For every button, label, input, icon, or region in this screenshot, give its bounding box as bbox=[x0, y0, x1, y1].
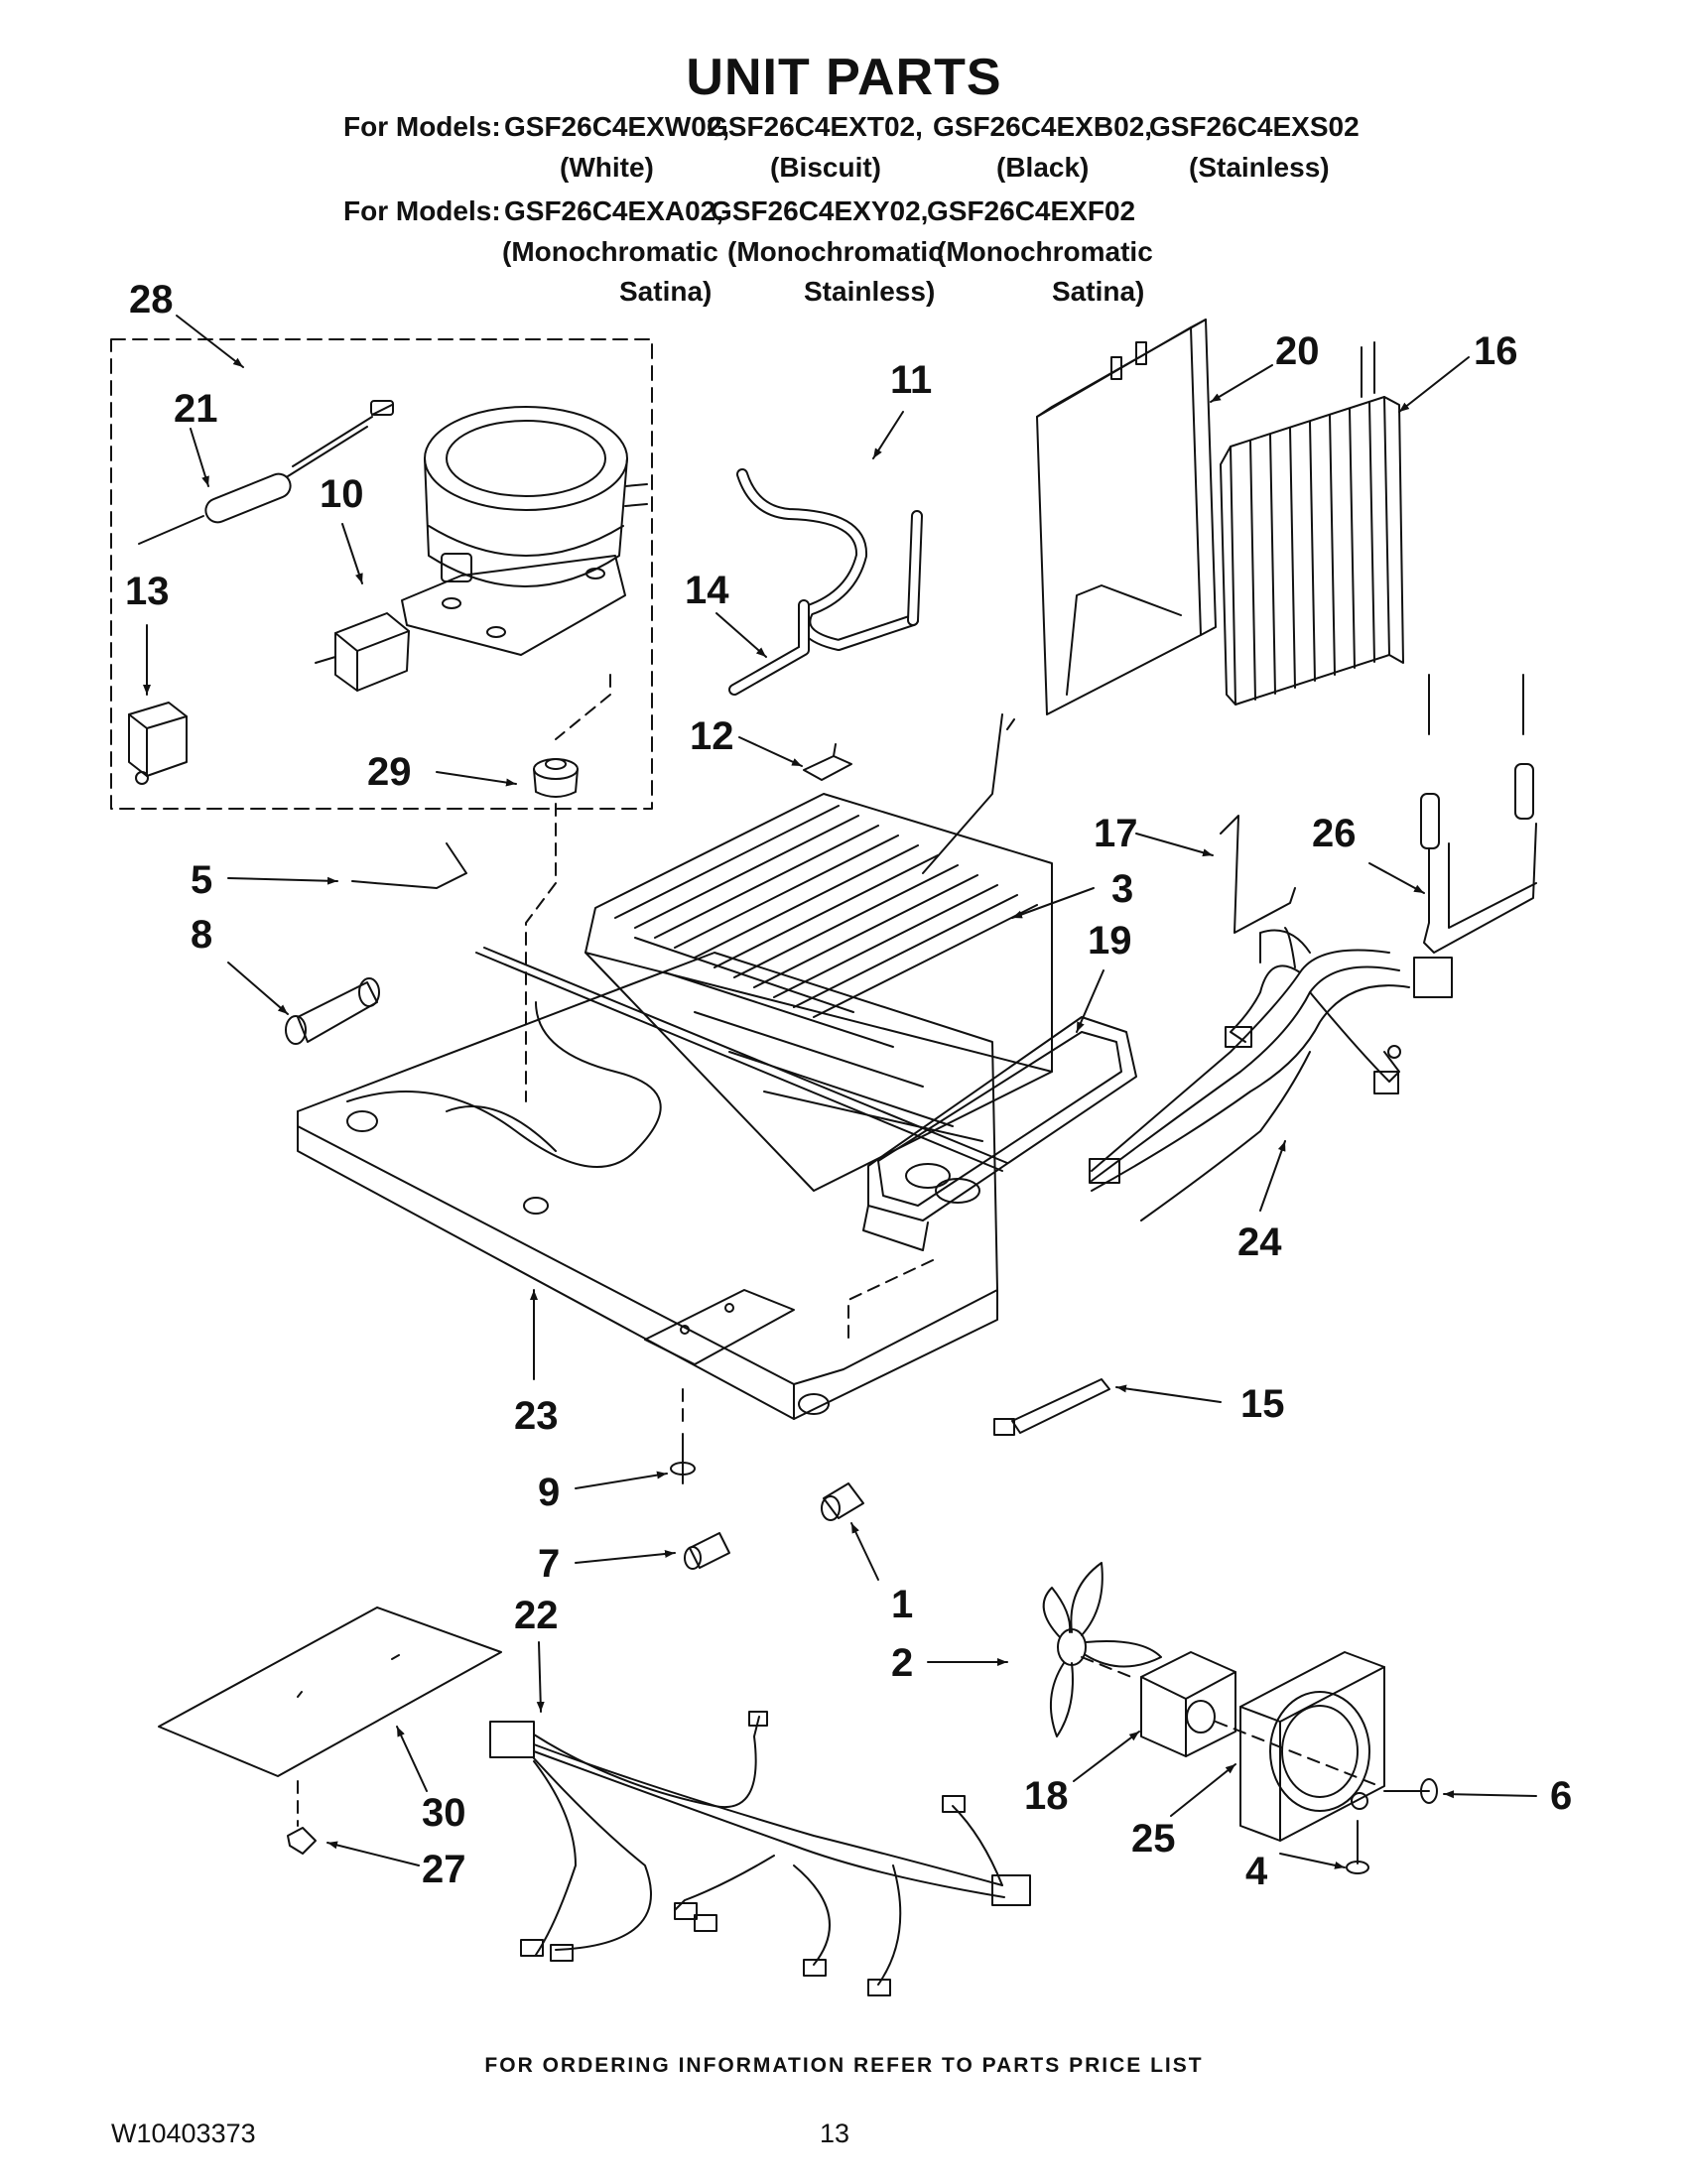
insulation-roll-part bbox=[286, 978, 379, 1044]
callout-15: 15 bbox=[1240, 1382, 1285, 1426]
callout-arrows bbox=[143, 316, 1536, 1869]
model-color: (Stainless) bbox=[1189, 152, 1330, 183]
wiring-harness-part bbox=[1090, 928, 1452, 1220]
clip-part bbox=[804, 744, 851, 780]
callout-20: 20 bbox=[1275, 329, 1320, 373]
model-number: GSF26C4EXY02, bbox=[711, 195, 929, 226]
tube-piece-part bbox=[734, 605, 804, 690]
model-color: (Monochromatic bbox=[502, 236, 718, 267]
assembly-line bbox=[1216, 1722, 1379, 1786]
tube-part bbox=[742, 474, 917, 645]
grommet-part bbox=[534, 759, 578, 797]
callout-28: 28 bbox=[129, 278, 174, 321]
callout-18: 18 bbox=[1024, 1774, 1069, 1818]
cable-tie-part bbox=[994, 1379, 1109, 1435]
compressor-kit-outline bbox=[111, 339, 652, 809]
callout-19: 19 bbox=[1088, 919, 1132, 963]
assembly-line bbox=[848, 1260, 933, 1340]
compressor-part bbox=[402, 407, 647, 655]
model-color: Satina) bbox=[619, 276, 713, 307]
base-plate-part bbox=[298, 948, 1007, 1419]
evaporator-cover-part bbox=[1037, 320, 1216, 714]
callout-13: 13 bbox=[125, 570, 170, 613]
model-color: Satina) bbox=[1052, 276, 1145, 307]
model-color: (Biscuit) bbox=[770, 152, 881, 183]
model-number: GSF26C4EXA02, bbox=[504, 195, 723, 226]
bushing-part bbox=[685, 1533, 729, 1569]
callout-30: 30 bbox=[422, 1791, 466, 1835]
callout-9: 9 bbox=[538, 1471, 561, 1514]
page-title: UNIT PARTS bbox=[686, 49, 1002, 106]
model-number: GSF26C4EXT02, bbox=[707, 111, 923, 142]
screw-part bbox=[671, 1434, 695, 1483]
model-number: GSF26C4EXB02, bbox=[933, 111, 1152, 142]
callout-3: 3 bbox=[1111, 867, 1134, 911]
spacer-part bbox=[822, 1483, 863, 1520]
callout-22: 22 bbox=[514, 1594, 559, 1637]
assembly-line bbox=[1082, 1657, 1131, 1677]
callout-17: 17 bbox=[1094, 812, 1138, 855]
callout-2: 2 bbox=[891, 1641, 914, 1685]
callout-8: 8 bbox=[191, 913, 213, 957]
model-color: (Monochromatic bbox=[937, 236, 1153, 267]
callout-7: 7 bbox=[538, 1542, 561, 1586]
model-number: GSF26C4EXF02 bbox=[927, 195, 1136, 226]
callout-23: 23 bbox=[514, 1394, 559, 1438]
fan-motor-part bbox=[1141, 1652, 1235, 1756]
shroud-screw-part bbox=[1384, 1779, 1437, 1803]
drain-pan-part bbox=[863, 1017, 1136, 1250]
model-color: (Black) bbox=[996, 152, 1090, 183]
main-harness-part bbox=[490, 1712, 1030, 1995]
callout-25: 25 bbox=[1131, 1817, 1176, 1861]
model-number: GSF26C4EXS02 bbox=[1149, 111, 1360, 142]
evaporator-part bbox=[585, 714, 1052, 1191]
callout-11: 11 bbox=[890, 358, 933, 402]
models-line1-prefix: For Models: bbox=[343, 111, 501, 142]
hook-part bbox=[1221, 816, 1295, 933]
callout-4: 4 bbox=[1245, 1850, 1268, 1893]
model-number: GSF26C4EXW02, bbox=[504, 111, 730, 142]
filter-drier-part bbox=[139, 401, 393, 544]
page-number: 13 bbox=[820, 2119, 850, 2148]
document-number: W10403373 bbox=[111, 2119, 256, 2148]
callout-26: 26 bbox=[1312, 812, 1357, 855]
callout-27: 27 bbox=[422, 1848, 466, 1891]
callout-16: 16 bbox=[1474, 329, 1518, 373]
model-color: Stainless) bbox=[804, 276, 936, 307]
model-color: (White) bbox=[560, 152, 654, 183]
callout-21: 21 bbox=[174, 387, 218, 431]
ordering-info-footer: FOR ORDERING INFORMATION REFER TO PARTS … bbox=[484, 2054, 1204, 2077]
mount-screw-part bbox=[1347, 1821, 1368, 1873]
panel-part bbox=[159, 1607, 501, 1776]
callout-10: 10 bbox=[320, 472, 364, 516]
callout-5: 5 bbox=[191, 858, 213, 902]
retainer-clip-part bbox=[288, 1828, 316, 1854]
callout-24: 24 bbox=[1237, 1220, 1282, 1264]
fan-blade-part bbox=[1044, 1563, 1161, 1736]
assembly-line bbox=[526, 804, 556, 1101]
start-device-part bbox=[316, 613, 409, 691]
callout-14: 14 bbox=[685, 569, 729, 612]
assembly-line bbox=[556, 675, 610, 739]
condenser-part bbox=[1221, 342, 1403, 705]
callout-6: 6 bbox=[1550, 1774, 1573, 1818]
callout-29: 29 bbox=[367, 750, 412, 794]
heater-wire-part bbox=[352, 843, 466, 888]
model-color: (Monochromatic bbox=[727, 236, 944, 267]
callout-12: 12 bbox=[690, 714, 734, 758]
overload-part bbox=[129, 703, 187, 784]
drier-tube-part bbox=[1421, 675, 1536, 953]
models-line2-prefix: For Models: bbox=[343, 195, 501, 226]
fan-shroud-part bbox=[1240, 1652, 1384, 1841]
callout-1: 1 bbox=[891, 1583, 914, 1626]
